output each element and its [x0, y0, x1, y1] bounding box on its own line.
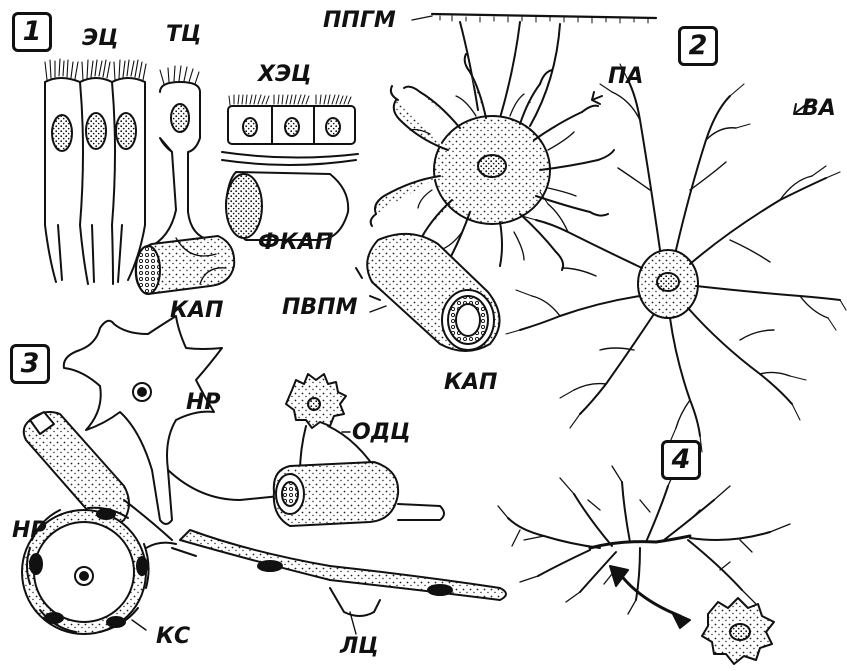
protoplasmic-astrocyte-drawing [355, 12, 658, 352]
choroid-epithelium-drawing [221, 94, 359, 241]
label-capillary-1: КАП [170, 298, 224, 323]
label-capillary-2: КАП [444, 370, 498, 395]
label-lemmocytes: ЛЦ [340, 634, 379, 659]
panel-number-3: 3 [10, 344, 50, 384]
microglia-drawing [497, 465, 791, 665]
label-fenestrated-capillary: ФКАП [258, 230, 334, 255]
oligodendrocyte-drawing [272, 373, 445, 527]
neuron-top-drawing [62, 315, 281, 525]
label-fibrous-astrocyte: ВА [802, 96, 836, 121]
panel-number-1: 1 [12, 12, 52, 52]
label-neuron-top: НР [186, 390, 221, 415]
panel-number-4: 4 [661, 440, 701, 480]
label-protoplasmic-astrocyte: ПА [608, 64, 644, 89]
label-glial-limiting-membrane: ППГМ [323, 8, 396, 33]
ependymal-cells-drawing [44, 58, 147, 285]
panel-number-2: 2 [678, 26, 718, 66]
ganglion-neuron-drawing [21, 506, 177, 635]
label-tanycyte: ТЦ [166, 22, 202, 47]
leader-lines [131, 15, 813, 635]
tanycyte-drawing [134, 65, 236, 295]
fibrous-astrocyte-drawing [505, 63, 847, 453]
label-neuron-bottom: НР [12, 518, 47, 543]
label-oligodendrocyte: ОДЦ [352, 420, 411, 445]
label-ependymal-cells: ЭЦ [82, 26, 119, 51]
label-choroid-epithelium: ХЭЦ [258, 62, 312, 87]
axon-sheath-drawing [22, 411, 507, 617]
label-perivascular-membrane: ПВПМ [282, 295, 358, 320]
label-satellite-cells: КС [156, 624, 191, 649]
